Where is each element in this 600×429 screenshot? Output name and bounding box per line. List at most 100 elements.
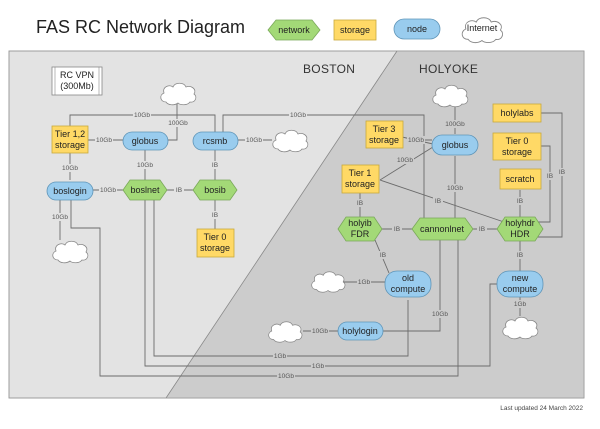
internet-cloud-icon [311,271,346,293]
boslogin-node[interactable]: boslogin [46,181,94,201]
boslnet-label: boslnet [130,185,160,195]
link-label: IB [380,252,386,259]
link-label: 10Gb [312,328,328,335]
holylabs-label: holylabs [500,108,534,118]
link-label: 10Gb [246,137,262,144]
link-label: IB [517,198,523,205]
holyoke-label: HOLYOKE [419,62,478,76]
rc-vpn-label: RC VPN [60,70,94,80]
tier3-storage-line1: Tier 3 [373,124,396,134]
internet-cloud-icon [268,321,303,343]
link-label: IB [479,226,485,233]
tier0-storage-boston[interactable]: Tier 0 storage [196,228,235,258]
compute-nodes: globus rcsmb boslogin globus old compute… [46,131,544,341]
link-label: 10Gb [447,185,463,192]
link-label: IB [559,169,565,176]
old-compute-node[interactable]: old compute [384,270,432,298]
regions: BOSTON HOLYOKE [8,50,585,399]
internet-cloud-icon [52,240,89,264]
region-divider [165,50,398,399]
new-compute-line2: compute [503,284,538,294]
link-label: 10Gb [100,187,116,194]
tier0-storage-holyoke[interactable]: Tier 0 storage [492,132,542,161]
link-label: IB [212,212,218,219]
link-label: 100Gb [168,120,188,127]
globus-boston-node[interactable]: globus [122,131,169,151]
holylabs-storage[interactable]: holylabs [492,103,542,123]
rc-vpn-box: RC VPN (300Mb) [51,66,103,96]
link-label: IB [176,187,182,194]
internet-cloud-icon [432,84,469,108]
globus-holyoke-label: globus [442,140,469,150]
rcsmb-node[interactable]: rcsmb [192,131,239,151]
scratch-label: scratch [505,174,534,184]
legend-node-label: node [407,24,427,34]
link-label: 10Gb [397,157,413,164]
link-label: 10Gb [408,137,424,144]
legend-network-shape [267,19,321,41]
tier1-storage-line2: storage [345,179,375,189]
holyib-network[interactable]: holyib FDR [337,216,383,242]
holyhdr-line1: holyhdr [505,218,535,228]
internet-cloud-icon [502,316,539,340]
tier0-storage-holyoke-line2: storage [502,147,532,157]
new-compute-line1: new [512,273,529,283]
link-label: 10Gb [137,162,153,169]
cannonlnet-network[interactable]: cannonlnet [411,217,474,241]
link-label: 1Gb [358,279,371,286]
holyib-line1: holyib [348,218,372,228]
legend: network storage node Internet [267,17,504,44]
boston-label: BOSTON [303,62,355,76]
bosib-label: bosib [204,185,226,195]
globus-holyoke-node[interactable]: globus [431,134,479,156]
tier1-storage[interactable]: Tier 1 storage [341,164,380,194]
link-label: 10Gb [432,311,448,318]
link-label: 100Gb [445,121,465,128]
link-label: IB [357,200,363,207]
link-label: 1Gb [312,363,325,370]
page-title: FAS RC Network Diagram [36,17,245,37]
link-label: 10Gb [96,137,112,144]
globus-boston-label: globus [132,136,159,146]
legend-node-shape [393,18,441,40]
new-compute-node[interactable]: new compute [496,270,544,298]
legend-internet-label: Internet [467,23,498,33]
tier12-storage[interactable]: Tier 1,2 storage [51,125,89,154]
rc-vpn-speed: (300Mb) [60,81,94,91]
link-label: 10Gb [290,112,306,119]
link-label: IB [547,173,553,180]
tier1-storage-line1: Tier 1 [349,168,372,178]
scratch-storage[interactable]: scratch [499,168,542,190]
link-labels: 10Gb 100Gb 10Gb 10Gb 10Gb 10Gb 10Gb IB 1… [51,111,567,380]
link-label: IB [394,226,400,233]
holyib-line2: FDR [351,229,370,239]
link-label: 10Gb [278,373,294,380]
internet-cloud-icon [272,129,309,153]
old-compute-line2: compute [391,284,426,294]
tier3-storage[interactable]: Tier 3 storage [365,120,404,149]
last-updated-footer: Last updated 24 March 2022 [500,405,583,412]
link-label: 10Gb [134,112,150,119]
tier3-storage-line2: storage [369,135,399,145]
link-label: IB [435,198,441,205]
network-nodes: boslnet bosib holyib FDR cannonlnet holy… [122,179,544,242]
holyhdr-line2: HDR [510,229,530,239]
rcsmb-label: rcsmb [203,136,228,146]
boslogin-label: boslogin [53,186,87,196]
link-label: 1Gb [274,353,287,360]
legend-storage-shape [333,19,377,41]
link-label: 10Gb [52,214,68,221]
holyhdr-network[interactable]: holyhdr HDR [496,216,544,242]
bosib-network[interactable]: bosib [192,179,238,201]
legend-storage-label: storage [340,25,370,35]
holylogin-node[interactable]: holylogin [337,321,384,341]
tier12-storage-line1: Tier 1,2 [55,129,85,139]
tier0-storage-boston-line1: Tier 0 [204,232,227,242]
storage-nodes: Tier 1,2 storage Tier 0 storage Tier 3 s… [51,103,542,258]
tier0-storage-holyoke-line1: Tier 0 [506,136,529,146]
legend-network-label: network [278,25,310,35]
link-label: IB [517,252,523,259]
boslnet-network[interactable]: boslnet [122,179,168,201]
cannonlnet-label: cannonlnet [420,224,465,234]
